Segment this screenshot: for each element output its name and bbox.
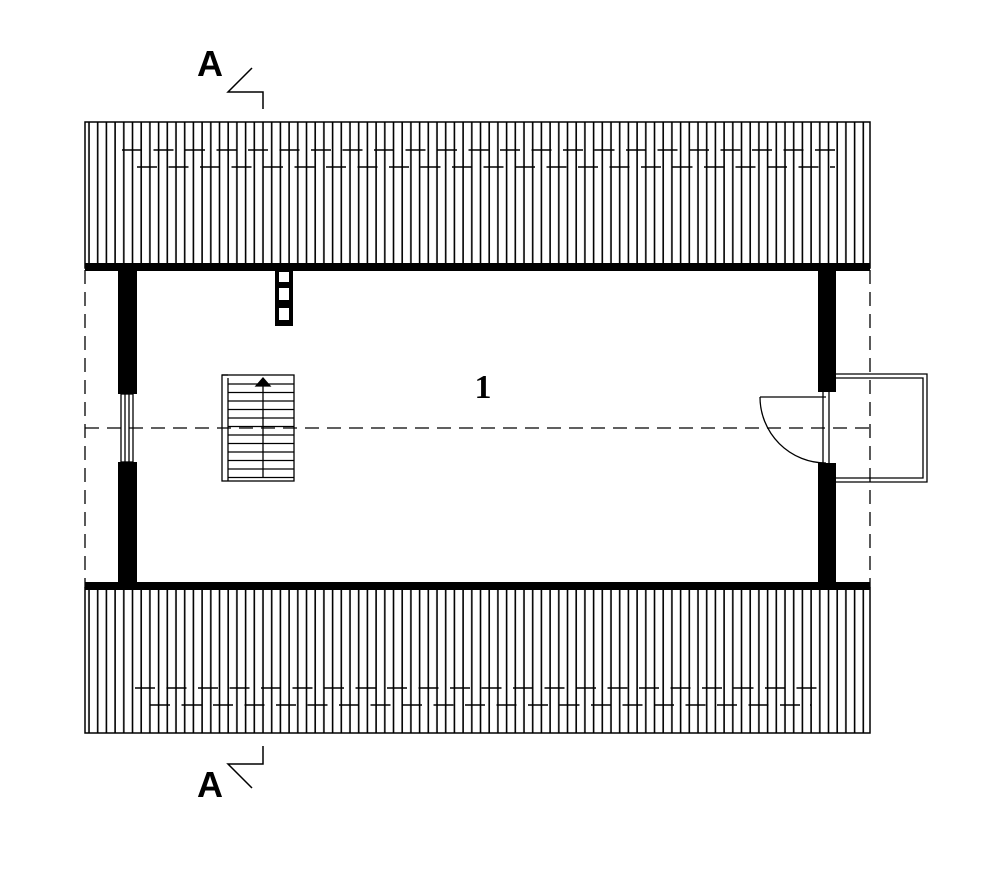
wall-left-upper <box>118 268 137 394</box>
section-marker-top: A <box>197 43 264 109</box>
section-cut-line <box>226 746 264 789</box>
wall-right-lower <box>818 463 836 584</box>
roof-top <box>84 121 871 269</box>
section-letter: A <box>197 43 223 84</box>
section-cut-line <box>226 67 264 109</box>
section-letter: A <box>197 764 223 805</box>
chimney <box>275 268 293 326</box>
staircase <box>221 374 295 482</box>
outline-dashed <box>84 270 871 588</box>
roof-bottom <box>84 587 871 734</box>
wall-left-lower <box>118 462 137 584</box>
stair-arrow-icon <box>254 377 272 387</box>
wall-bottom <box>85 582 870 590</box>
room-number-label: 1 <box>475 369 492 406</box>
balcony <box>836 373 928 483</box>
window-left <box>120 393 134 463</box>
section-marker-bottom: A <box>197 746 264 805</box>
wall-right-upper <box>818 268 836 392</box>
door <box>759 392 830 464</box>
walls <box>85 263 870 590</box>
wall-top <box>85 263 870 271</box>
